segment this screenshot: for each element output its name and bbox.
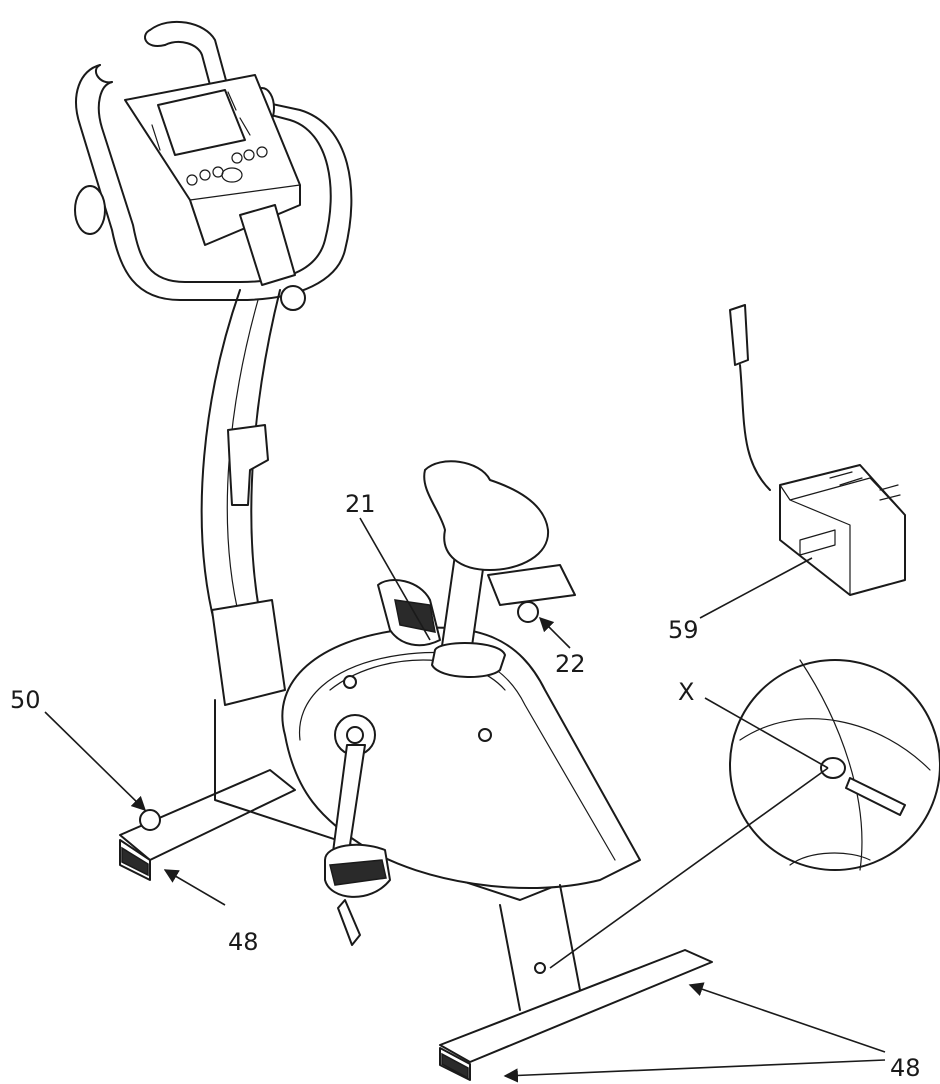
callout-leaders — [44, 517, 886, 1083]
console — [124, 74, 306, 311]
front-crank-pedal — [324, 714, 391, 946]
callout-22: 22 — [555, 650, 586, 678]
callout-48-right: 48 — [890, 1054, 921, 1082]
flywheel-shroud — [281, 626, 641, 889]
callout-50: 50 — [10, 686, 41, 714]
seat — [423, 460, 576, 623]
front-stabilizer — [439, 884, 713, 1081]
upright-mast — [200, 289, 286, 706]
callout-21: 21 — [345, 490, 376, 518]
power-adapter — [729, 304, 906, 596]
callout-x: X — [678, 678, 694, 706]
detail-circle — [729, 659, 940, 871]
seat-post — [431, 554, 506, 678]
callout-59: 59 — [668, 616, 699, 644]
callout-48-left: 48 — [228, 928, 259, 956]
